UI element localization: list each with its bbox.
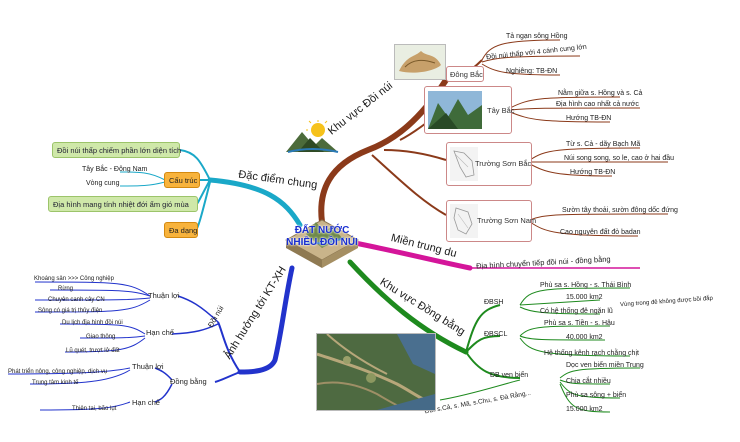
- branch-doi-nui-line: [318, 77, 449, 225]
- db-han-che-item-1: Thiên tai, bão lụt: [72, 406, 117, 412]
- dn-thuan-loi-item-4: Sông có giá trị thủy điện: [38, 308, 103, 314]
- dbscl-item-1: Phù sa s. Tiền - s. Hậu: [544, 320, 615, 327]
- tay-bac-photo: [428, 91, 482, 129]
- dn-thuan-loi-item-2: Rừng: [58, 286, 74, 292]
- truong-son-bac-item-3: Hướng TB-ĐN: [570, 169, 616, 176]
- branch-dac-diem-line: [207, 177, 303, 228]
- dbscl-label[interactable]: ĐBSCL: [484, 331, 508, 338]
- truong-son-bac-label: Trường Sơn Bắc: [475, 159, 532, 168]
- dbsh-item-2: 15.000 km2: [566, 294, 603, 301]
- db-thuan-loi-label[interactable]: Thuận lợi: [132, 362, 164, 371]
- dong-bac-item-1: Tả ngạn sông Hồng: [506, 33, 568, 40]
- dong-bac-label: Đông Bắc: [450, 70, 483, 79]
- dn-han-che-item-2: Giao thông: [86, 334, 116, 340]
- dac-diem-dia-hinh[interactable]: Địa hình mang tính nhiệt đới ẩm gió mùa: [48, 196, 198, 212]
- dac-diem-doi-nui-thap[interactable]: Đồi núi thấp chiếm phần lớn diện tích: [52, 142, 181, 158]
- dbscl-item-3: Hệ thống kênh rạch chằng chịt: [544, 350, 639, 357]
- dong-bac-map-thumbnail: [394, 44, 446, 80]
- db-ven-bien-item-3: Phù sa sông + biển: [566, 392, 627, 399]
- dbsh-item-3: Có hệ thống đê ngăn lũ: [540, 308, 613, 315]
- truong-son-bac-item-2: Núi song song, so le, cao ở hai đầu: [564, 155, 675, 162]
- truong-son-bac-map: [450, 147, 478, 181]
- tay-bac-node[interactable]: Tây Bắc: [424, 86, 515, 134]
- truong-son-bac-item-1: Từ s. Cả - dãy Bạch Mã: [566, 141, 641, 148]
- truong-son-nam-node[interactable]: Trường Sơn Nam: [446, 200, 536, 242]
- truong-son-bac-node[interactable]: Trường Sơn Bắc: [446, 142, 532, 186]
- truong-son-nam-map: [450, 204, 478, 238]
- truong-son-nam-item-2: Cao nguyên đất đỏ badan: [560, 229, 641, 236]
- tay-bac-label: Tây Bắc: [487, 106, 515, 115]
- truong-son-nam-label: Trường Sơn Nam: [477, 216, 537, 225]
- mekong-delta-satellite-image: [316, 333, 436, 411]
- branch-trung-du-line: [352, 240, 473, 271]
- db-ven-bien-item-1: Dọc ven biển miền Trung: [566, 362, 644, 369]
- branch-dong-bang-line: [347, 259, 469, 355]
- branch-anh-huong-line: [237, 265, 295, 375]
- dn-han-che-item-1: Du lịch địa hình đồi núi: [62, 320, 123, 326]
- tay-bac-item-3: Hướng TB-ĐN: [566, 115, 612, 122]
- db-ven-bien-item-4: 15.000 km2: [566, 406, 603, 413]
- cau-truc-item-2: Vòng cung: [86, 180, 120, 187]
- dong-bac-item-3: Nghiêng: TB-ĐN: [506, 68, 558, 75]
- db-thuan-loi-item-1: Phát triển nông, công nghiệp, dịch vụ: [8, 369, 108, 375]
- dong-bac-node[interactable]: Đông Bắc: [446, 66, 484, 82]
- db-ven-bien-item-2: Chia cắt nhiều: [566, 378, 611, 385]
- tay-bac-item-2: Địa hình cao nhất cả nước: [556, 101, 639, 108]
- center-terrain-icon: [284, 219, 360, 268]
- db-ven-bien-label[interactable]: ĐB ven biển: [490, 372, 529, 379]
- dn-thuan-loi-item-1: Khoáng sản >>> Công nghiệp: [34, 276, 114, 282]
- cau-truc-item-1: Tây Bắc - Đông Nam: [82, 166, 148, 173]
- dn-thuan-loi-item-3: Chuyên canh cây CN: [48, 297, 105, 303]
- db-thuan-loi-item-2: Trung tâm kinh tế: [32, 380, 79, 386]
- db-han-che-label[interactable]: Hạn chế: [132, 398, 160, 407]
- dbsh-label[interactable]: ĐBSH: [484, 299, 504, 306]
- tay-bac-item-1: Nằm giữa s. Hồng và s. Cả: [558, 90, 643, 97]
- dac-diem-cau-truc[interactable]: Cấu trúc: [164, 172, 200, 188]
- dn-thuan-loi-label[interactable]: Thuận lợi: [148, 291, 180, 300]
- dn-han-che-label[interactable]: Hạn chế: [146, 328, 174, 337]
- dn-han-che-item-3: Lũ quét, trượt lở đất: [66, 348, 120, 354]
- anh-huong-dong-bang-label[interactable]: Đồng bằng: [170, 377, 207, 386]
- dbsh-item-1: Phù sa s. Hồng - s. Thái Bình: [540, 282, 632, 289]
- dac-diem-da-dang[interactable]: Đa dạng: [164, 222, 198, 238]
- mountain-sun-icon: [286, 120, 339, 153]
- dbscl-item-2: 40.000 km2: [566, 334, 603, 341]
- truong-son-nam-item-1: Sườn tây thoải, sườn đông dốc đứng: [562, 207, 678, 214]
